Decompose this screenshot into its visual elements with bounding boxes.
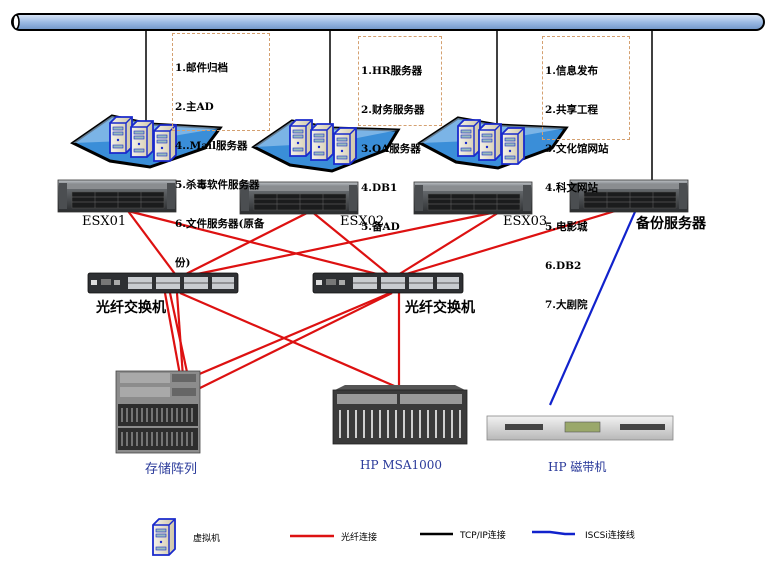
fiber-link bbox=[189, 291, 391, 380]
service-item: 2.共享工程 bbox=[545, 104, 598, 116]
fiber-link bbox=[177, 210, 312, 279]
service-item: 7.大剧院 bbox=[545, 299, 588, 311]
network-bus bbox=[11, 13, 765, 31]
virtual-machine-icon bbox=[310, 123, 334, 161]
esx03-label: ESX03 bbox=[503, 214, 548, 229]
backup-server-label: 备份服务器 bbox=[636, 216, 706, 232]
fiber-link bbox=[392, 203, 636, 280]
virtual-machine-icon bbox=[109, 116, 133, 154]
fc-switch-2-label: 光纤交换机 bbox=[405, 300, 475, 316]
fiber-link bbox=[310, 210, 394, 279]
esx03-services-box: 1.信息发布 2.共享工程 3.文化馆网站 4.科文网站 5.电影城 6.DB2… bbox=[542, 36, 630, 311]
virtual-machine-icon bbox=[130, 120, 154, 158]
fiber-link bbox=[163, 292, 184, 387]
service-item: 3.文化馆网站 bbox=[545, 143, 609, 155]
fiber-link bbox=[392, 210, 502, 279]
virtual-machine-icon bbox=[289, 119, 313, 157]
service-item: 2.主AD bbox=[175, 101, 214, 113]
service-item: 2.财务服务器 bbox=[361, 104, 425, 116]
service-item: 1.信息发布 bbox=[545, 65, 598, 77]
legend-fiber-label: 光纤连接 bbox=[341, 533, 378, 543]
service-item: 6.文件服务器(原备 bbox=[175, 218, 265, 230]
virtual-machine-icon bbox=[478, 123, 502, 161]
service-item: 1.邮件归档 bbox=[175, 62, 228, 74]
tape-drive-icon bbox=[486, 415, 674, 441]
service-item: 5.电影城 bbox=[545, 221, 588, 233]
legend-iscsi-swatch bbox=[532, 530, 575, 536]
fiber-link bbox=[127, 209, 394, 280]
service-item: 4.科文网站 bbox=[545, 182, 598, 194]
virtual-machine-icon bbox=[457, 119, 481, 157]
virtual-machine-icon bbox=[501, 127, 525, 165]
service-item: 3.OA服务器 bbox=[361, 143, 421, 155]
msa1000-label: HP MSA1000 bbox=[360, 458, 443, 472]
fiber-links bbox=[127, 203, 636, 390]
legend-tcpip-label: TCP/IP连接 bbox=[460, 531, 506, 541]
legend-vm-icon bbox=[152, 518, 176, 556]
legend-iscsi-label: ISCSi连接线 bbox=[585, 531, 635, 541]
service-item: 4..Mail服务器 bbox=[175, 140, 248, 152]
fiber-link bbox=[179, 291, 400, 390]
tape-drive-label: HP 磁带机 bbox=[548, 460, 607, 474]
fc-switch-1-label: 光纤交换机 bbox=[96, 300, 166, 316]
service-item: 4.DB1 bbox=[361, 182, 398, 194]
fiber-link bbox=[127, 210, 179, 279]
esx02-label: ESX02 bbox=[340, 214, 385, 229]
esx01-services-box: 1.邮件归档 2.主AD 4..Mail服务器 5.杀毒软件服务器 6.文件服务… bbox=[172, 33, 270, 269]
storage-array-icon bbox=[115, 370, 201, 454]
esx01-label: ESX01 bbox=[82, 214, 127, 229]
esx02-services-box: 1.HR服务器 2.财务服务器 3.OA服务器 4.DB1 5.备AD bbox=[358, 36, 442, 233]
storage-array-label: 存储阵列 bbox=[145, 462, 198, 477]
service-item: 份) bbox=[175, 257, 191, 269]
fiber-link bbox=[177, 209, 502, 280]
service-item: 5.杀毒软件服务器 bbox=[175, 179, 260, 191]
msa1000-icon bbox=[332, 385, 468, 445]
service-item: 6.DB2 bbox=[545, 260, 582, 272]
fiber-link bbox=[175, 292, 185, 378]
fc-switch-2-icon bbox=[312, 272, 464, 294]
tcpip-links bbox=[145, 30, 653, 182]
fiber-link bbox=[197, 292, 393, 390]
service-item: 5.备AD bbox=[361, 221, 400, 233]
legend-vm-label: 虚拟机 bbox=[193, 534, 221, 544]
service-item: 1.HR服务器 bbox=[361, 65, 423, 77]
virtual-machine-icon bbox=[333, 127, 357, 165]
esx01-server-icon bbox=[57, 179, 177, 213]
iscsi-link bbox=[548, 204, 640, 406]
